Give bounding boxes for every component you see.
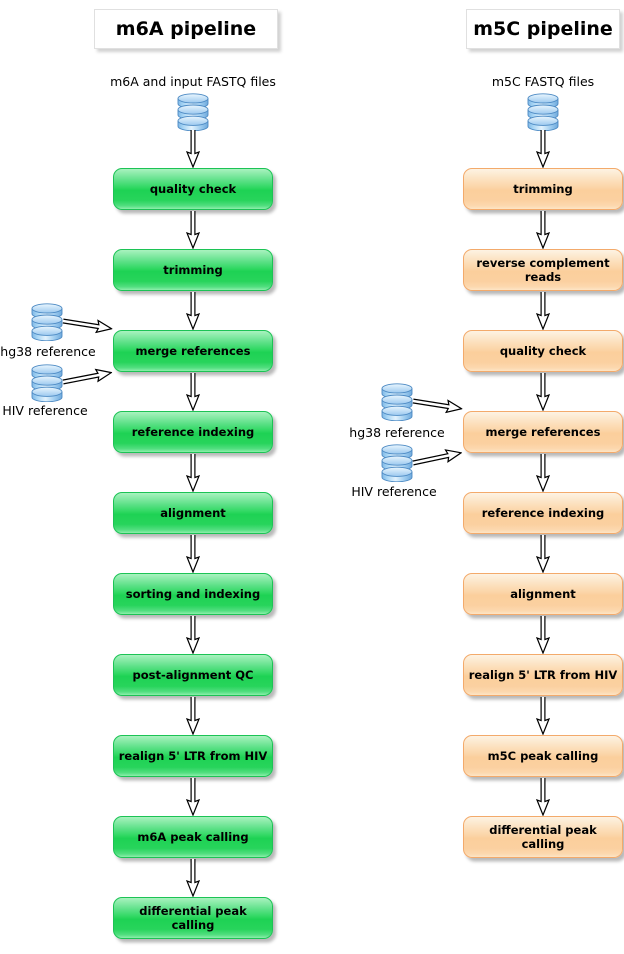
- step-alignment: alignment: [113, 492, 273, 534]
- flow-arrow-down-icon: [186, 454, 200, 492]
- database-icon: [381, 383, 413, 421]
- reference-label-hg38: hg38 reference: [0, 344, 96, 359]
- flow-arrow-down-icon: [186, 211, 200, 249]
- step-trimming: trimming: [113, 249, 273, 291]
- database-icon: [527, 93, 559, 131]
- pipeline-title-m6a: m6A pipeline: [94, 9, 278, 49]
- step-merge-references: merge references: [463, 411, 623, 453]
- reference-label-hiv: HIV reference: [2, 403, 88, 418]
- step-post-alignment-qc: post-alignment QC: [113, 654, 273, 696]
- flow-arrow-down-icon: [536, 211, 550, 249]
- flow-arrow-right-icon: [61, 366, 114, 389]
- flow-arrow-down-icon: [186, 292, 200, 330]
- source-label-m5c-fastq: m5C FASTQ files: [491, 74, 595, 89]
- database-icon: [381, 444, 413, 482]
- step-realign-5-ltr-from-hiv: realign 5' LTR from HIV: [113, 735, 273, 777]
- flow-arrow-down-icon: [536, 130, 550, 168]
- source-label-m6a-fastq: m6A and input FASTQ files: [110, 74, 276, 89]
- flow-arrow-right-icon: [411, 394, 464, 416]
- flow-arrow-down-icon: [536, 454, 550, 492]
- step-quality-check: quality check: [463, 330, 623, 372]
- flow-arrow-down-icon: [536, 697, 550, 735]
- flow-arrow-down-icon: [536, 292, 550, 330]
- flow-arrow-down-icon: [536, 373, 550, 411]
- step-reference-indexing: reference indexing: [463, 492, 623, 534]
- step-m5c-peak-calling: m5C peak calling: [463, 735, 623, 777]
- flow-arrow-down-icon: [186, 778, 200, 816]
- flow-arrow-down-icon: [536, 535, 550, 573]
- step-differential-peak-calling: differential peak calling: [463, 816, 623, 858]
- flow-arrow-down-icon: [186, 130, 200, 168]
- step-reference-indexing: reference indexing: [113, 411, 273, 453]
- step-merge-references: merge references: [113, 330, 273, 372]
- step-reverse-complement-reads: reverse complement reads: [463, 249, 623, 291]
- flow-arrow-down-icon: [186, 373, 200, 411]
- database-icon: [31, 364, 63, 402]
- step-alignment: alignment: [463, 573, 623, 615]
- flow-arrow-right-icon: [61, 314, 114, 336]
- step-realign-5-ltr-from-hiv: realign 5' LTR from HIV: [463, 654, 623, 696]
- flow-arrow-right-icon: [411, 446, 463, 470]
- step-quality-check: quality check: [113, 168, 273, 210]
- database-icon: [31, 303, 63, 341]
- reference-label-hiv: HIV reference: [351, 484, 437, 499]
- flow-arrow-down-icon: [186, 697, 200, 735]
- reference-label-hg38: hg38 reference: [349, 425, 445, 440]
- step-m6a-peak-calling: m6A peak calling: [113, 816, 273, 858]
- flow-arrow-down-icon: [186, 616, 200, 654]
- step-sorting-and-indexing: sorting and indexing: [113, 573, 273, 615]
- flow-arrow-down-icon: [186, 535, 200, 573]
- flow-arrow-down-icon: [536, 616, 550, 654]
- step-differential-peak-calling: differential peak calling: [113, 897, 273, 939]
- pipeline-title-m5c: m5C pipeline: [466, 9, 620, 49]
- flow-arrow-down-icon: [536, 778, 550, 816]
- step-trimming: trimming: [463, 168, 623, 210]
- database-icon: [177, 93, 209, 131]
- flow-arrow-down-icon: [186, 859, 200, 897]
